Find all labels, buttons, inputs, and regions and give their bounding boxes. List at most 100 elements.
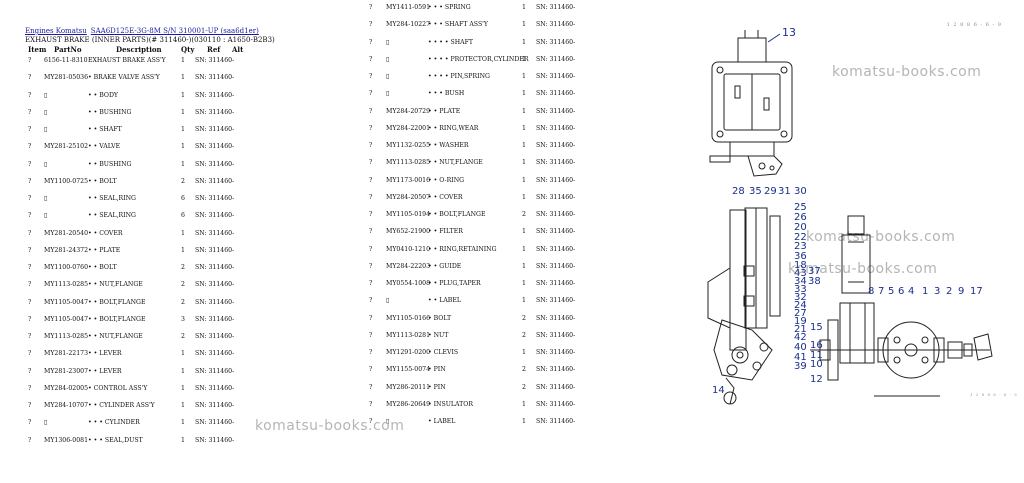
cell-qty: 1 xyxy=(181,350,185,358)
cell-partno: ▯ xyxy=(386,418,390,425)
cell-partno: MY1105-0047 xyxy=(44,315,89,323)
cell-ref: SN: 311460- xyxy=(536,331,576,339)
cell-qty: 1 xyxy=(181,143,185,151)
cell-partno: MY286-20111 xyxy=(386,383,431,391)
cell-ref: SN: 311460- xyxy=(195,419,235,427)
cell-item: ? xyxy=(28,367,32,375)
cell-item: ? xyxy=(28,91,32,99)
diagram-corner-tag: 1 2 8 8 6 - 6 - 9 xyxy=(946,22,1002,28)
cell-ref: SN: 311460- xyxy=(536,4,576,11)
callout-label: 10 xyxy=(810,359,823,370)
cell-ref: SN: 311460- xyxy=(195,281,235,289)
cell-qty: 1 xyxy=(522,193,526,201)
cell-desc: • • BOLT xyxy=(88,264,117,271)
cell-desc: • • • BUSH xyxy=(428,90,465,98)
callout-label: 18 xyxy=(794,260,807,271)
cell-qty: 1 xyxy=(522,124,526,132)
cell-desc: • • NUT,FLANGE xyxy=(88,333,143,340)
column-header-item: Item xyxy=(28,45,47,54)
callout-label: 19 xyxy=(794,316,807,327)
cell-desc: • • LEVER xyxy=(88,350,122,358)
cell-ref: SN: 311460- xyxy=(195,402,235,409)
cell-desc: • • SEAL,RING xyxy=(88,212,136,220)
cell-item: ? xyxy=(28,384,32,392)
cell-ref: SN: 311460- xyxy=(195,246,235,254)
cell-desc: • • BOLT xyxy=(88,177,117,185)
cell-desc: • • GUIDE xyxy=(428,262,462,270)
cell-item: ? xyxy=(369,4,373,11)
cell-item: ? xyxy=(369,228,373,236)
cell-ref: SN: 311460- xyxy=(536,124,576,132)
cell-desc: • • RING,WEAR xyxy=(428,124,479,132)
cell-item: ? xyxy=(369,107,373,115)
cell-ref: SN: 311460- xyxy=(536,418,576,425)
cell-desc: • • CYLINDER ASS'Y xyxy=(88,402,155,409)
cell-qty: 1 xyxy=(181,419,185,427)
cell-qty: 1 xyxy=(522,107,526,115)
cell-partno: ▯ xyxy=(386,297,390,305)
callout-label: 29 xyxy=(764,186,777,197)
cell-qty: 2 xyxy=(181,298,185,306)
cell-ref: SN: 311460- xyxy=(195,177,235,185)
callout-label: 38 xyxy=(808,276,821,287)
callout-label: 7 xyxy=(878,286,884,297)
callout-label: 17 xyxy=(970,286,983,297)
callout-label: 36 xyxy=(794,251,807,262)
callout-label: 37 xyxy=(808,266,821,277)
cell-qty: 1 xyxy=(522,55,526,63)
cell-qty: 1 xyxy=(181,57,185,64)
cell-item: ? xyxy=(28,74,32,82)
cell-qty: 6 xyxy=(181,212,185,220)
cell-qty: 1 xyxy=(181,384,185,392)
column-header-description: Description xyxy=(116,45,162,54)
cell-partno: MY284-10707 xyxy=(44,402,89,409)
cell-partno: ▯ xyxy=(386,73,390,80)
cell-item: ? xyxy=(28,57,32,64)
cell-qty: 3 xyxy=(181,315,185,323)
breadcrumb-link-model[interactable]: SAA6D125E-3G-8M S/N 310001-UP (saa6d1er) xyxy=(90,27,259,35)
cell-ref: SN: 311460- xyxy=(536,176,576,184)
callout-label: 6 xyxy=(898,286,904,297)
cell-item: ? xyxy=(369,73,373,80)
callout-label: 2 xyxy=(946,286,952,297)
callout-label: 28 xyxy=(732,186,745,197)
cell-item: ? xyxy=(369,262,373,270)
cell-ref: SN: 311460- xyxy=(536,400,576,408)
cell-item: ? xyxy=(369,176,373,184)
cell-qty: 1 xyxy=(522,4,526,11)
cell-ref: SN: 311460- xyxy=(195,333,235,340)
cell-partno: MY1132-0255 xyxy=(386,142,431,149)
cell-ref: SN: 311460- xyxy=(536,297,576,305)
cell-ref: SN: 311460- xyxy=(536,366,576,374)
cell-ref: SN: 311460- xyxy=(536,211,576,218)
cell-ref: SN: 311460- xyxy=(536,314,576,322)
cell-partno: ▯ xyxy=(44,195,48,202)
cell-ref: SN: 311460- xyxy=(536,21,576,29)
cell-item: ? xyxy=(28,126,32,133)
cell-item: ? xyxy=(28,436,32,444)
cell-ref: SN: 311460- xyxy=(195,264,235,271)
cell-desc: • • • • PROTECTOR,CYLINDER xyxy=(428,55,529,63)
cell-ref: SN: 311460- xyxy=(195,367,235,375)
cell-qty: 2 xyxy=(181,281,185,289)
cell-partno: MY1173-0016 xyxy=(386,176,431,184)
cell-qty: 1 xyxy=(522,38,526,46)
callout-label: 24 xyxy=(794,300,807,311)
cell-partno: MY281-05036 xyxy=(44,74,89,82)
cell-ref: SN: 311460- xyxy=(195,143,235,151)
callout-label: 15 xyxy=(810,322,823,333)
cell-item: ? xyxy=(369,211,373,218)
callout-label: 3 xyxy=(934,286,940,297)
cell-ref: SN: 311460- xyxy=(195,160,235,168)
cell-partno: ▯ xyxy=(44,419,48,427)
cell-qty: 1 xyxy=(181,126,185,133)
cell-ref: SN: 311460- xyxy=(536,107,576,115)
cell-qty: 1 xyxy=(522,142,526,149)
cell-desc: • NUT xyxy=(428,331,449,339)
callout-label: 32 xyxy=(794,292,807,303)
breadcrumb-link-engines[interactable]: Engines Komatsu xyxy=(25,27,87,35)
cell-item: ? xyxy=(28,108,32,116)
cell-partno: ▯ xyxy=(44,126,48,133)
cell-partno: ▯ xyxy=(386,38,390,46)
cell-partno: MY1411-0591 xyxy=(386,4,431,11)
